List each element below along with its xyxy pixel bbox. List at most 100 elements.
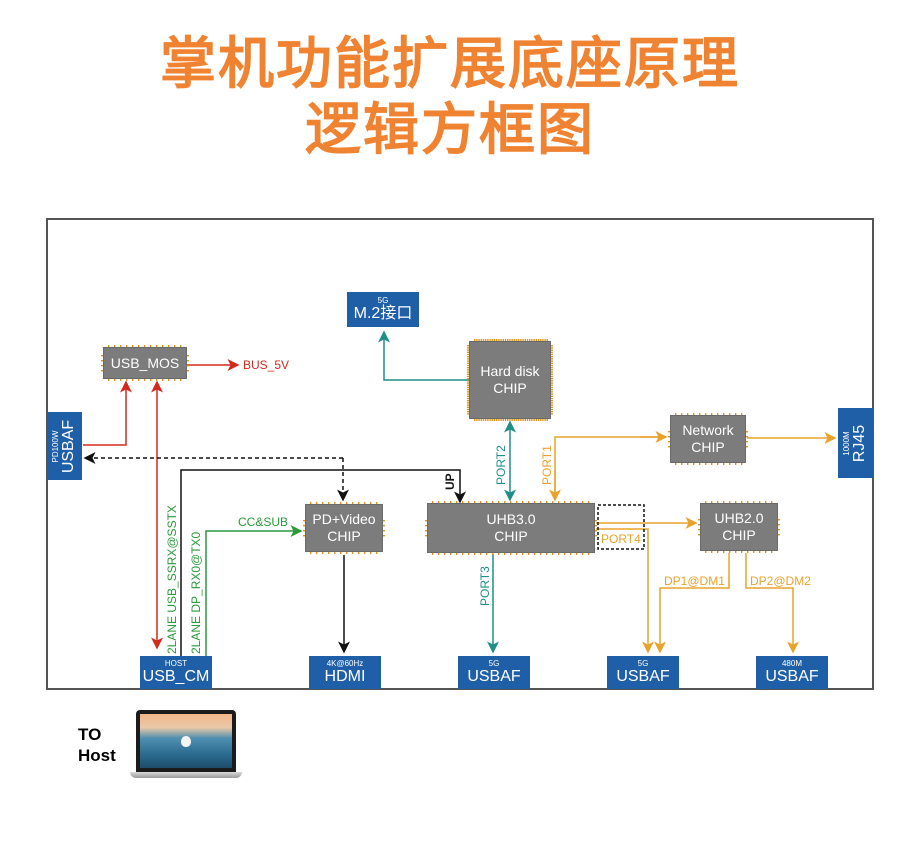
chip-pin (507, 418, 509, 421)
chip-pin (534, 501, 536, 504)
pd-video-label: PD+Video (312, 511, 376, 527)
chip-pin (480, 418, 482, 421)
chip-pin (444, 552, 446, 555)
port4-label: PORT4 (601, 532, 641, 546)
pd-video-chip[interactable]: PD+Video CHIP (306, 505, 382, 551)
wire-hdd-m2 (378, 330, 469, 381)
chip-pin (510, 552, 512, 555)
chip-pin (533, 418, 535, 421)
chip-pin (162, 345, 164, 348)
chip-pin (126, 378, 128, 381)
hard-disk-label: Hard disk (480, 363, 540, 379)
hdmi-port[interactable]: 4K@60Hz HDMI (309, 656, 381, 689)
chip-pin (101, 365, 104, 367)
chip-pin (550, 353, 553, 356)
chip-pin (544, 418, 546, 421)
chip-pin (467, 345, 470, 347)
chip-pin (528, 552, 530, 555)
to-host-line1: TO (78, 725, 102, 744)
chip-pin (552, 501, 554, 504)
chip-pin (462, 501, 464, 504)
usb-mos-chip[interactable]: USB_MOS (104, 348, 186, 378)
chip-pin (467, 408, 470, 411)
chip-pin (550, 389, 553, 391)
chip-pin (588, 501, 590, 504)
chip-pin (558, 501, 560, 504)
chip-pin (723, 501, 725, 504)
chip-pin (550, 404, 553, 406)
chip-pin (550, 393, 553, 395)
chip-pin (550, 380, 553, 382)
chip-pin (186, 360, 189, 362)
chip-pin (771, 550, 773, 553)
chip-pin (502, 339, 504, 342)
chip-pin (550, 371, 553, 373)
chip-pin (476, 339, 478, 342)
chip-pin (594, 535, 597, 537)
rj45-port[interactable]: 1000M RJ45 (838, 408, 874, 478)
hdmi-label: HDMI (324, 668, 366, 685)
network-chip[interactable]: Network CHIP (671, 416, 745, 462)
chip-pin (467, 382, 470, 384)
chip-pin (467, 358, 470, 360)
chip-pin (467, 386, 470, 389)
chip-pin (328, 502, 330, 505)
chip-pin (777, 519, 780, 521)
usbaf-480m-port[interactable]: 480M USBAF (756, 656, 828, 689)
chip-pin (101, 370, 104, 372)
chip-pin (729, 550, 731, 553)
chip-pin (480, 339, 482, 342)
chip-pin (550, 406, 553, 408)
usbaf-port4-speed: 5G (637, 659, 649, 668)
chip-pin (144, 345, 146, 348)
usbaf-port3[interactable]: 5G USBAF (458, 656, 530, 689)
chip-pin (444, 501, 446, 504)
usb-cm-port[interactable]: HOST USB_CM (140, 656, 212, 689)
chip-pin (582, 552, 584, 555)
chip-pin (138, 378, 140, 381)
chip-pin (540, 501, 542, 504)
chip-pin (550, 384, 553, 386)
chip-pin (513, 339, 515, 342)
chip-pin (570, 501, 572, 504)
chip-pin (487, 339, 489, 342)
chip-pin (467, 413, 470, 415)
chip-pin (108, 378, 110, 381)
chip-pin (316, 502, 318, 505)
network-label: Network (682, 422, 734, 438)
usbaf-port4[interactable]: 5G USBAF (607, 656, 679, 689)
chip-pin (186, 365, 189, 367)
chip-pin (516, 501, 518, 504)
chip-pin (500, 339, 502, 342)
chip-pin (467, 393, 470, 395)
hard-disk-chip[interactable]: Hard disk CHIP (470, 342, 550, 418)
chip-pin (467, 371, 470, 373)
chip-pin (180, 378, 182, 381)
uhb20-chip[interactable]: UHB2.0 CHIP (701, 504, 777, 550)
chip-pin (777, 534, 780, 536)
chip-pin (550, 356, 553, 358)
chip-pin (741, 501, 743, 504)
chip-pin (114, 378, 116, 381)
chip-pin (729, 462, 731, 465)
uhb30-chip[interactable]: UHB3.0 CHIP (428, 504, 594, 552)
chip-pin (156, 378, 158, 381)
chip-pin (352, 502, 354, 505)
chip-pin (687, 462, 689, 465)
chip-pin (741, 413, 743, 416)
chip-pin (467, 411, 470, 413)
chip-pin (576, 501, 578, 504)
usb-cm-label: USB_CM (142, 668, 210, 685)
chip-pin (498, 418, 500, 421)
pd-usbaf-port[interactable]: PD100W USBAF (47, 412, 82, 480)
chip-pin (370, 551, 372, 554)
chip-pin (711, 501, 713, 504)
m2-port[interactable]: 5G M.2接口 (347, 292, 419, 327)
chip-pin (180, 345, 182, 348)
chip-pin (126, 345, 128, 348)
up-label: UP (443, 473, 457, 490)
chip-pin (186, 370, 189, 372)
chip-pin (717, 462, 719, 465)
chip-pin (132, 378, 134, 381)
chip-pin (698, 529, 701, 531)
